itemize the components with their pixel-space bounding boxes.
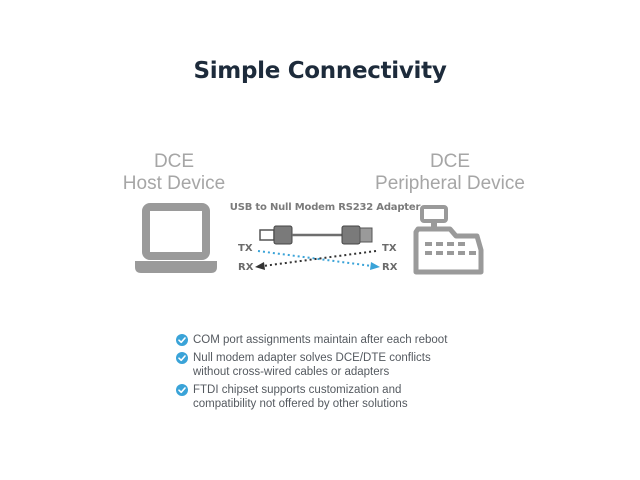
feature-list: COM port assignments maintain after each… <box>176 333 496 415</box>
feature-text: without cross-wired cables or adapters <box>193 366 390 378</box>
rx-to-tx-arrow <box>255 250 377 270</box>
adapter-cable-icon <box>259 225 373 245</box>
peripheral-rx-label: RX <box>382 262 398 273</box>
feature-item-null-modem: Null modem adapter solves DCE/DTE confli… <box>176 351 496 379</box>
feature-item-com-port: COM port assignments maintain after each… <box>176 333 496 347</box>
laptop-icon <box>135 203 217 273</box>
host-device-type: DCE <box>153 151 195 172</box>
peripheral-device-name: Peripheral Device <box>375 173 525 194</box>
feature-text: COM port assignments maintain after each… <box>193 334 448 346</box>
peripheral-device-label: DCE Peripheral Device <box>362 151 538 195</box>
feature-item-ftdi: FTDI chipset supports customization and … <box>176 383 496 411</box>
checkmark-icon <box>176 352 188 364</box>
adapter-label: USB to Null Modem RS232 Adapter <box>229 202 421 213</box>
cash-register-icon <box>413 205 484 275</box>
feature-text: compatibility not offered by other solut… <box>193 398 408 410</box>
tx-to-rx-arrow <box>257 250 380 270</box>
feature-text: Null modem adapter solves DCE/DTE confli… <box>193 352 431 364</box>
checkmark-icon <box>176 334 188 346</box>
host-device-label: DCE Host Device <box>104 151 244 195</box>
feature-text: FTDI chipset supports customization and <box>193 384 402 396</box>
peripheral-tx-label: TX <box>382 243 397 254</box>
host-tx-label: TX <box>238 243 253 254</box>
checkmark-icon <box>176 384 188 396</box>
host-rx-label: RX <box>238 262 254 273</box>
page-title: Simple Connectivity <box>193 58 447 84</box>
peripheral-device-type: DCE <box>429 151 471 172</box>
host-device-name: Host Device <box>122 173 226 194</box>
